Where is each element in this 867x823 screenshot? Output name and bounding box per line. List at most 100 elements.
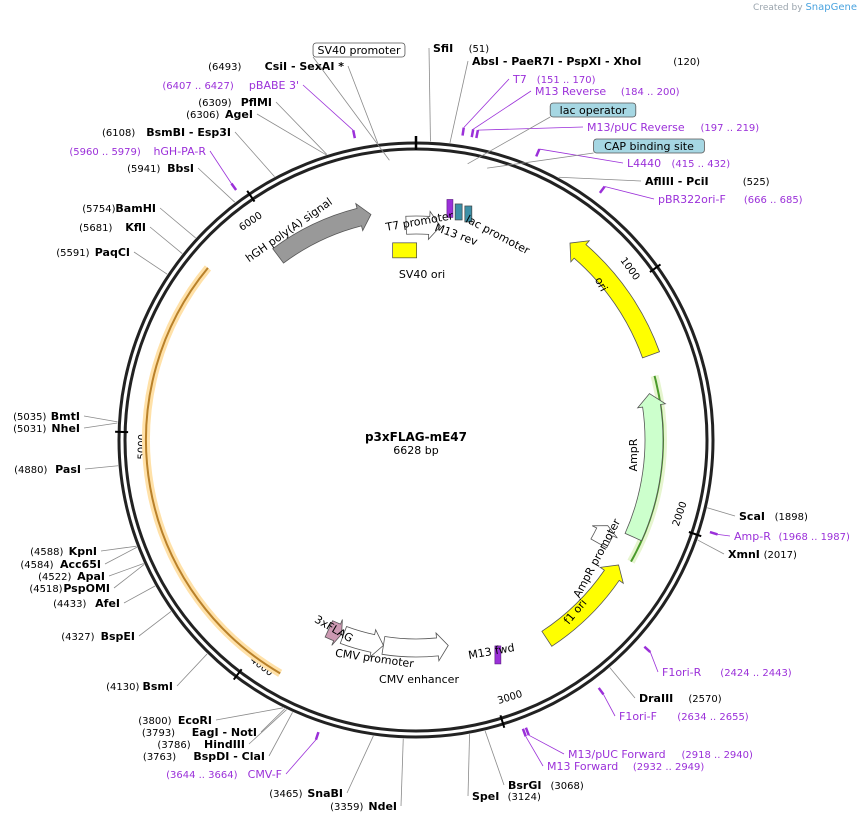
- enzyme-name-kpni: KpnI: [69, 545, 97, 558]
- enzyme-leader-csii-sexai: [347, 65, 379, 144]
- enzyme-pos-pflmi: (6309): [198, 98, 231, 109]
- enzyme-name-bspdi-clai: BspDI - ClaI: [193, 750, 265, 763]
- primer-pos-m13-puc-forward: (2918 .. 2940): [682, 750, 754, 761]
- boxed-leader-lac-operator: [467, 116, 551, 165]
- enzyme-pos-eagi-noti: (3793): [142, 728, 175, 739]
- enzyme-pos-ecori: (3800): [138, 716, 171, 727]
- primer-leader-m13-forward: [525, 736, 544, 767]
- enzyme-pos-bbsi: (5941): [127, 164, 160, 175]
- enzyme-leader-bamhi: [159, 207, 196, 239]
- enzyme-name-bsrgi: BsrGI: [508, 779, 541, 792]
- enzyme-name-nhei: NheI: [51, 422, 80, 435]
- primer-leader-pbabe-3: [302, 84, 354, 131]
- enzyme-pos-nhei: (5031): [13, 424, 46, 435]
- enzyme-name-bspei: BspEI: [101, 630, 135, 643]
- enzyme-bsmbi-esp3i: BsmBI - Esp3I (6108): [102, 126, 275, 177]
- tick-label-3000: 3000: [496, 689, 524, 707]
- primer-name-amp-r: Amp-R: [734, 530, 771, 543]
- feature-sv40-ori: [392, 242, 418, 259]
- enzyme-leader-scai: [707, 507, 736, 517]
- enzyme-pos-paqci: (5591): [56, 248, 89, 259]
- tick-6000: [246, 190, 256, 203]
- enzyme-leader-absi-paer7i-pspxi-xhoi: [449, 60, 469, 144]
- enzyme-pos-bmti: (5035): [13, 412, 46, 423]
- tick-4000: [232, 668, 243, 681]
- enzyme-leader-bsrgi: [484, 730, 505, 786]
- enzyme-pos-kfli: (5681): [79, 223, 112, 234]
- enzyme-name-ecori: EcoRI: [178, 714, 212, 727]
- enzyme-pos-afliii-pcii: (525): [743, 177, 770, 188]
- primer-leader-pbr322ori-f: [604, 186, 655, 200]
- primer-mark-pbr322ori-f: [598, 185, 606, 194]
- primer-name-m13-puc-reverse: M13/pUC Reverse: [587, 121, 685, 134]
- enzyme-ndei: NdeI (3359): [330, 738, 404, 813]
- enzyme-pos-afei: (4433): [53, 599, 86, 610]
- feature-shape-f1-ori: [541, 564, 624, 647]
- enzyme-xmni: XmnI(2017): [697, 539, 797, 561]
- primer-sites: T7(151 .. 170)M13 Reverse(184 .. 200)M13…: [69, 73, 850, 781]
- enzyme-pasi: PasI(4880): [14, 463, 119, 476]
- primer-mark-pbabe-3: [351, 130, 357, 139]
- enzyme-leader-bsmbi-esp3i: [234, 131, 275, 177]
- enzyme-name-acc65i: Acc65I: [60, 558, 101, 571]
- enzyme-draiii: DraIII(2570): [609, 667, 722, 705]
- enzyme-bbsi: BbsI(5941): [127, 162, 236, 203]
- enzyme-name-spei: SpeI: [472, 790, 499, 803]
- enzyme-pos-scai: (1898): [775, 512, 808, 523]
- primer-name-pbr322ori-f: pBR322ori-F: [658, 193, 726, 206]
- primer-leader-t7: [463, 78, 510, 128]
- enzyme-leader-hindiii: [248, 709, 287, 745]
- boxed-sv40-promoter: SV40 promoter: [312, 42, 406, 161]
- enzyme-leader-ecori: [215, 707, 284, 721]
- backbone-rings: [117, 136, 715, 739]
- enzyme-pos-bsmbi-esp3i: (6108): [102, 128, 135, 139]
- primer-f1ori-f: F1ori-F(2634 .. 2655): [597, 687, 749, 723]
- primer-name-pbabe-3: pBABE 3': [249, 79, 299, 92]
- enzyme-name-scai: ScaI: [739, 510, 765, 523]
- enzyme-pos-bspei: (4327): [61, 632, 94, 643]
- snapgene-credit: Created by SnapGene: [753, 2, 857, 13]
- feature-shape-m13-rev: [446, 199, 454, 218]
- enzyme-name-ndei: NdeI: [368, 800, 397, 813]
- enzyme-name-pspomi: PspOMI: [63, 582, 110, 595]
- enzyme-name-eagi-noti: EagI - NotI: [192, 726, 257, 739]
- primer-leader-m13-puc-forward: [528, 734, 565, 755]
- primer-pos-hgh-pa-r: (5960 .. 5979): [69, 147, 141, 158]
- primer-mark-m13-forward: [521, 728, 527, 737]
- primer-f1ori-r: F1ori-R(2424 .. 2443): [643, 645, 792, 679]
- enzyme-pos-ndei: (3359): [330, 802, 363, 813]
- enzyme-pos-kpni: (4588): [30, 547, 63, 558]
- primer-leader-cmv-f: [285, 739, 317, 775]
- primer-leader-m13-reverse: [472, 90, 532, 130]
- primer-pos-pbr322ori-f: (666 .. 685): [744, 195, 803, 206]
- enzyme-leader-pflmi: [275, 101, 328, 155]
- enzyme-leader-agei: [256, 113, 327, 156]
- enzyme-pspomi: PspOMI(4518): [29, 564, 145, 595]
- enzyme-leader-acc65i: [104, 546, 138, 565]
- enzyme-leader-pasi: [84, 465, 119, 470]
- feature-hgh-poly-a-signal: [272, 202, 372, 264]
- enzyme-leader-afei: [123, 585, 156, 604]
- primer-hgh-pa-r: hGH-PA-R(5960 .. 5979): [69, 145, 238, 191]
- boxed-cap-binding-site: CAP binding site: [487, 138, 705, 169]
- enzyme-pos-pspomi: (4518): [29, 584, 62, 595]
- feature-t7-promoter: [405, 210, 441, 241]
- feature-label-ori: ori: [592, 275, 610, 294]
- enzyme-leader-spei: [467, 734, 470, 797]
- feature-shape-ampr-promoter: [590, 525, 618, 549]
- enzyme-pos-snabi: (3465): [269, 789, 302, 800]
- enzyme-agei: AgeI(6306): [186, 108, 327, 156]
- primer-pos-m13-reverse: (184 .. 200): [621, 87, 680, 98]
- enzyme-pos-bsmi: (4130): [106, 682, 139, 693]
- enzyme-snabi: SnaBI(3465): [269, 735, 374, 800]
- enzyme-name-draiii: DraIII: [639, 692, 673, 705]
- enzyme-leader-bbsi: [197, 167, 236, 203]
- enzyme-sfii: SfiI(51): [428, 42, 489, 142]
- primer-name-m13-puc-forward: M13/pUC Forward: [568, 748, 666, 761]
- feature-lac-operator: [454, 203, 463, 221]
- enzyme-kpni: KpnI (4588): [30, 545, 137, 558]
- enzyme-paqci: PaqCI(5591): [56, 246, 168, 275]
- feature-ampr: [624, 393, 667, 542]
- enzyme-name-bsmbi-esp3i: BsmBI - Esp3I: [146, 126, 231, 139]
